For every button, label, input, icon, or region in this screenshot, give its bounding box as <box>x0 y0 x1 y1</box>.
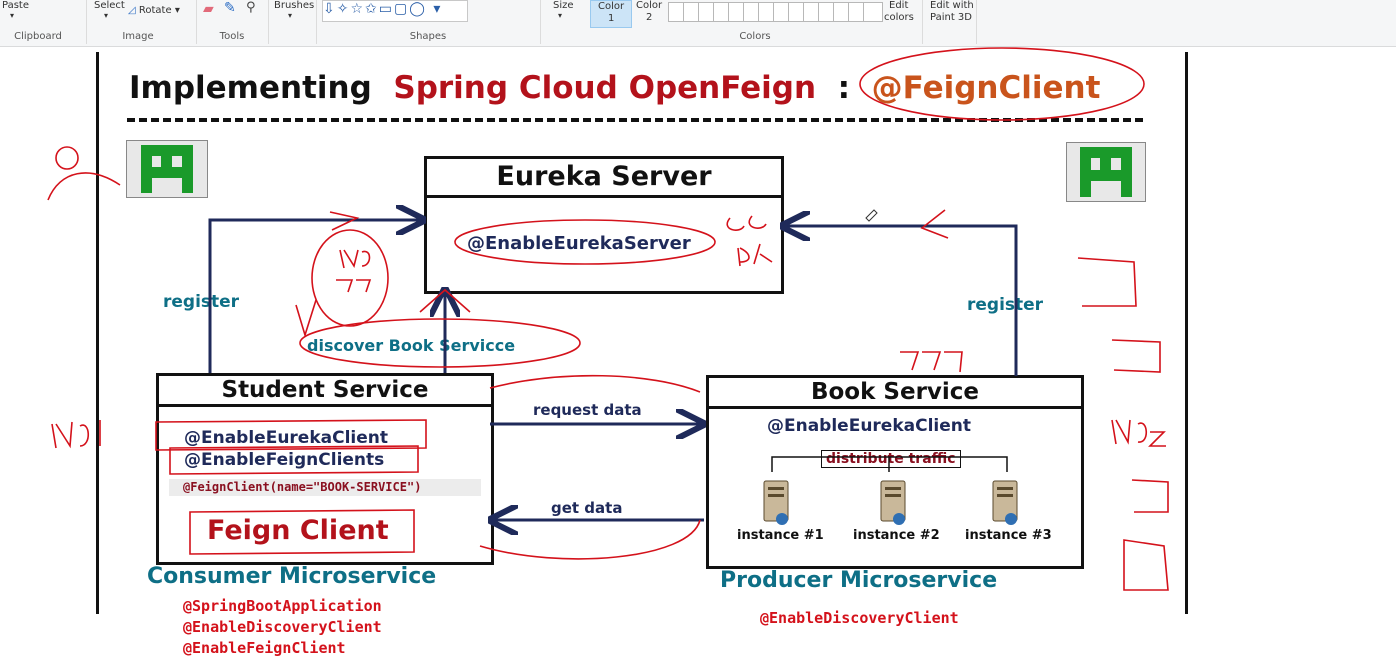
rotate-button[interactable]: ◿ Rotate ▾ <box>128 5 180 16</box>
enable-discovery-client-annotation: @EnableDiscoveryClient <box>183 618 382 636</box>
color-picker-icon[interactable]: ✎ <box>224 0 236 16</box>
paste-dropdown-icon[interactable]: ▾ <box>10 11 15 20</box>
instance-2-label: instance #2 <box>853 528 940 543</box>
group-colors: Colors <box>739 31 771 42</box>
color-palette[interactable] <box>668 2 883 24</box>
title-part-red: Spring Cloud OpenFeign <box>393 70 817 106</box>
color2-label: Color <box>636 0 663 11</box>
pencil-cursor-icon <box>865 209 878 222</box>
brushes-dropdown-icon[interactable]: ▾ <box>288 11 293 20</box>
instance-3-label: instance #3 <box>965 528 1052 543</box>
pen-annotations <box>47 47 1169 591</box>
book-enable-eureka-client-annotation: @EnableEurekaClient <box>767 416 972 436</box>
select-dropdown-icon[interactable]: ▾ <box>104 11 109 20</box>
edit-colors-label-1: Edit <box>889 0 909 11</box>
separator <box>540 0 541 44</box>
group-shapes: Shapes <box>409 31 447 42</box>
server-2-icon <box>871 477 915 531</box>
paste-label: Paste <box>2 0 29 11</box>
diagram-slide: Implementing Spring Cloud OpenFeign : @F… <box>96 52 1188 614</box>
eraser-icon[interactable]: ▰ <box>203 1 214 17</box>
student-service-title: Student Service <box>159 376 491 407</box>
brushes-label: Brushes <box>274 0 315 11</box>
separator <box>196 0 197 44</box>
register-right-label: register <box>967 295 1044 315</box>
feign-client-code: @FeignClient(name="BOOK-SERVICE") <box>183 480 422 494</box>
separator <box>86 0 87 44</box>
title-divider <box>127 118 1143 122</box>
enable-eureka-client-annotation: @EnableEurekaClient <box>184 428 389 448</box>
edit-with-paint3d-button[interactable]: Edit with Paint 3D <box>928 0 974 28</box>
separator <box>268 0 269 44</box>
separator <box>922 0 923 44</box>
brushes-button[interactable]: Brushes <box>274 0 314 11</box>
size-dropdown-icon[interactable]: ▾ <box>558 11 563 20</box>
select-label: Select <box>94 0 125 11</box>
instance-1-label: instance #1 <box>737 528 824 543</box>
logo-left-icon <box>126 140 208 198</box>
register-right-arrow <box>786 226 1018 376</box>
register-left-label: register <box>163 292 240 312</box>
producer-microservice-label: Producer Microservice <box>720 568 998 593</box>
producer-enable-discovery-client-annotation: @EnableDiscoveryClient <box>760 609 959 627</box>
size-label: Size <box>553 0 574 11</box>
color1-number: 1 <box>608 13 615 24</box>
color1-button[interactable]: Color 1 <box>590 0 632 28</box>
edit-colors-label-2: colors <box>884 12 914 23</box>
paint3d-label-2: Paint 3D <box>930 12 972 23</box>
student-service-box: Student Service @EnableEurekaClient @Ena… <box>156 373 494 565</box>
register-left-arrow <box>208 220 420 373</box>
logo-right-icon <box>1066 142 1146 202</box>
magnifier-icon[interactable]: ⚲ <box>246 0 256 15</box>
distribute-traffic-label: distribute traffic <box>821 450 961 468</box>
rotate-icon: ◿ <box>128 5 136 16</box>
eureka-server-title: Eureka Server <box>427 159 781 198</box>
group-clipboard: Clipboard <box>14 31 62 42</box>
feign-client-label: Feign Client <box>207 515 389 546</box>
color-swatch[interactable] <box>863 2 883 22</box>
group-tools: Tools <box>219 31 245 42</box>
rotate-label: Rotate <box>138 5 172 16</box>
color2-number: 2 <box>646 12 653 23</box>
get-data-label: get data <box>551 499 623 517</box>
feign-client-code-bg <box>169 479 481 496</box>
enable-feign-client-annotation: @EnableFeignClient <box>183 639 346 657</box>
book-service-title: Book Service <box>709 378 1081 409</box>
paint3d-label-1: Edit with <box>930 0 974 11</box>
server-3-icon <box>983 477 1027 531</box>
server-1-icon <box>754 477 798 531</box>
eureka-server-box: Eureka Server @EnableEurekaServer <box>424 156 784 294</box>
diagram-title: Implementing Spring Cloud OpenFeign : @F… <box>129 70 1100 106</box>
enable-eureka-server-annotation: @EnableEurekaServer <box>467 233 691 254</box>
spring-boot-application-annotation: @SpringBootApplication <box>183 597 382 615</box>
color2-button[interactable]: Color 2 <box>632 0 666 26</box>
color1-label: Color <box>598 1 625 12</box>
distribute-bracket <box>771 456 1008 472</box>
shapes-gallery[interactable]: ⇩✧☆✩▭▢◯ ▾ <box>322 0 468 22</box>
title-annotation: @FeignClient <box>871 70 1101 106</box>
group-image: Image <box>122 31 154 42</box>
title-part-black: Implementing <box>129 70 372 106</box>
select-button[interactable]: Select <box>94 0 125 11</box>
discover-book-service-label: discover Book Servicce <box>307 336 516 355</box>
paint-ribbon: Paste ▾ Clipboard Select ▾ ◿ Rotate ▾ Im… <box>0 0 1396 47</box>
separator <box>316 0 317 44</box>
title-colon: : <box>837 70 851 106</box>
request-data-label: request data <box>533 401 642 419</box>
separator <box>976 0 977 44</box>
book-service-box: Book Service @EnableEurekaClient distrib… <box>706 375 1084 569</box>
enable-feign-clients-annotation: @EnableFeignClients <box>184 450 385 470</box>
consumer-microservice-label: Consumer Microservice <box>147 564 437 589</box>
paste-button[interactable]: Paste <box>2 0 29 11</box>
size-button[interactable]: Size <box>553 0 574 11</box>
edit-colors-button[interactable]: Edit colors <box>884 0 918 28</box>
